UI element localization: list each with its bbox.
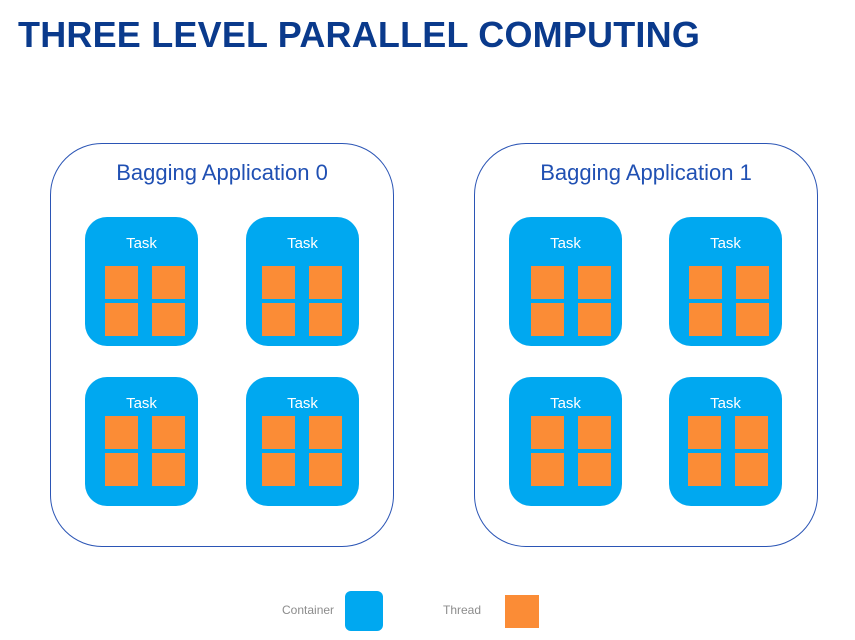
thread-block [531, 453, 564, 486]
task-label: Task [126, 395, 157, 412]
thread-block [531, 303, 564, 336]
thread-block [105, 453, 138, 486]
thread-block [735, 453, 768, 486]
thread-block [735, 416, 768, 449]
thread-block [309, 416, 342, 449]
thread-block [262, 303, 295, 336]
task-label: Task [287, 235, 318, 252]
task-container: Task [246, 217, 359, 346]
thread-block [578, 453, 611, 486]
thread-block [736, 303, 769, 336]
legend-container-label: Container [282, 603, 335, 617]
thread-block [531, 266, 564, 299]
thread-block [105, 303, 138, 336]
thread-block [152, 266, 185, 299]
task-label: Task [550, 395, 581, 412]
task-container: Task [669, 217, 782, 346]
thread-block [262, 266, 295, 299]
application-label: Bagging Application 0 [116, 160, 328, 185]
thread-block [152, 416, 185, 449]
thread-block [689, 303, 722, 336]
thread-block [578, 416, 611, 449]
thread-block [105, 416, 138, 449]
task-container: Task [509, 217, 622, 346]
task-container: Task [669, 377, 782, 506]
bagging-application-1: Bagging Application 1 Task Task Task Tas… [474, 143, 818, 547]
legend-container-swatch [345, 591, 383, 631]
task-container: Task [85, 217, 198, 346]
thread-block [309, 453, 342, 486]
thread-block [309, 303, 342, 336]
task-label: Task [287, 395, 318, 412]
task-container: Task [509, 377, 622, 506]
task-label: Task [710, 235, 741, 252]
thread-block [531, 416, 564, 449]
thread-block [262, 453, 295, 486]
thread-block [736, 266, 769, 299]
legend-thread-swatch [505, 595, 539, 628]
page-title: THREE LEVEL PARALLEL COMPUTING [18, 14, 701, 55]
legend-thread-label: Thread [443, 603, 482, 617]
task-container: Task [246, 377, 359, 506]
thread-block [688, 453, 721, 486]
thread-block [578, 266, 611, 299]
application-label: Bagging Application 1 [540, 160, 752, 185]
thread-block [262, 416, 295, 449]
thread-block [688, 416, 721, 449]
thread-block [578, 303, 611, 336]
task-label: Task [710, 395, 741, 412]
thread-block [689, 266, 722, 299]
task-label: Task [550, 235, 581, 252]
task-label: Task [126, 235, 157, 252]
task-container: Task [85, 377, 198, 506]
thread-block [105, 266, 138, 299]
bagging-application-0: Bagging Application 0 Task Task Task Tas… [50, 143, 394, 547]
thread-block [152, 453, 185, 486]
thread-block [152, 303, 185, 336]
thread-block [309, 266, 342, 299]
